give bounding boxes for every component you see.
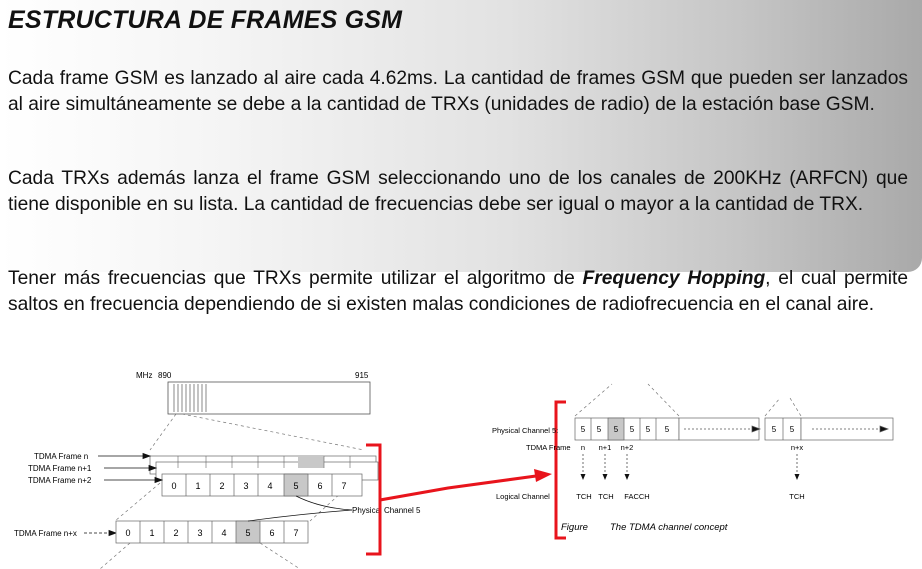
slide-title: ESTRUCTURA DE FRAMES GSM [8, 6, 403, 34]
frame-nx-slot-label: 2 [173, 528, 178, 538]
physical-channel-label: Physical Channel 5 [352, 506, 421, 515]
frame-n2-slot-label: 1 [195, 481, 200, 491]
frame-label-arrows [84, 452, 164, 537]
frame-nx-slot-label: 0 [125, 528, 130, 538]
burst-slot-label: 5 [790, 425, 795, 434]
frame-nx-slot-label: 7 [293, 528, 298, 538]
frame-nx-slots: 0 1 2 3 4 5 6 7 [115, 520, 309, 544]
logical-channel-tch-x: TCH [789, 492, 804, 501]
tdma-channel-figure: MHz 890 915 0 1 2 3 4 [14, 371, 894, 569]
p3-text-before: Tener más frecuencias que TRXs permite u… [8, 268, 583, 289]
burst-slot-label: 5 [581, 425, 586, 434]
red-highlight [366, 400, 566, 556]
frame-index-nx: n+x [791, 443, 804, 452]
frame-nx-slot-label: 1 [149, 528, 154, 538]
frame-label-n: TDMA Frame n [34, 452, 88, 461]
logical-channel-facch: FACCH [624, 492, 649, 501]
logical-channel-arrows [580, 454, 800, 480]
zoom-lines [99, 413, 365, 569]
burst-slot-label: 5 [665, 425, 670, 434]
p3-text-after: , el cual permite saltos en frecuencia d… [8, 268, 908, 315]
time-arrows [684, 425, 889, 433]
burst-slot-label: 5 [630, 425, 635, 434]
frame-n2-slot-label: 5 [293, 481, 298, 491]
right-tdma-frame-label: TDMA Frame [526, 443, 571, 452]
freq-end-label: 915 [355, 371, 369, 380]
right-channel-bursts: 5 5 5 5 5 5 5 5 [574, 417, 894, 441]
slide-header-band [0, 0, 922, 272]
frequency-carrier-lines [173, 384, 207, 412]
frame-n2-slot-label: 7 [341, 481, 346, 491]
burst-slot-label: 5 [597, 425, 602, 434]
back-frame-dividers [177, 456, 351, 468]
frame-n2-slot-label: 2 [219, 481, 224, 491]
figure-caption-prefix: Figure [561, 522, 588, 533]
red-arrow-head [534, 469, 552, 482]
right-physical-channel-label: Physical Channel 5: [492, 426, 558, 435]
physical-channel-pointers [247, 495, 353, 522]
paragraph-trx-channels: Cada TRXs además lanza el frame GSM sele… [8, 168, 908, 215]
frame-n2-slot-label: 4 [267, 481, 272, 491]
frame-n2-slot-label: 0 [171, 481, 176, 491]
frame-index-n2: n+2 [621, 443, 634, 452]
frame-n2-slot-label: 3 [243, 481, 248, 491]
mhz-label: MHz [136, 371, 152, 380]
frame-n-shaded-slot [298, 456, 324, 468]
frequency-hopping-term: Frequency Hopping [582, 268, 766, 289]
frame-label-nx: TDMA Frame n+x [14, 529, 77, 538]
burst-slot-label: 5 [614, 425, 619, 434]
paragraph-frame-timing: Cada frame GSM es lanzado al aire cada 4… [8, 68, 908, 115]
burst-slot-label: 5 [646, 425, 651, 434]
frame-n2-slots: 0 1 2 3 4 5 6 7 [161, 473, 363, 497]
frame-nx-slot-label: 5 [245, 528, 250, 538]
frame-index-n: n [581, 443, 585, 452]
paragraph-frequency-hopping: Tener más frecuencias que TRXs permite u… [8, 266, 908, 318]
figure-caption-text: The TDMA channel concept [610, 522, 728, 533]
logical-channel-tch-2: TCH [598, 492, 613, 501]
frame-index-n1: n+1 [599, 443, 612, 452]
frame-label-n2: TDMA Frame n+2 [28, 476, 92, 485]
frame-n2-slot-label: 6 [317, 481, 322, 491]
frame-nx-slot-label: 3 [197, 528, 202, 538]
freq-start-label: 890 [158, 371, 172, 380]
frame-nx-slot-label: 4 [221, 528, 226, 538]
logical-channel-label: Logical Channel [496, 492, 550, 501]
logical-channel-tch-1: TCH [576, 492, 591, 501]
burst-slot-label: 5 [772, 425, 777, 434]
frame-nx-slot-label: 6 [269, 528, 274, 538]
frame-label-n1: TDMA Frame n+1 [28, 464, 92, 473]
right-zoom-lines [574, 383, 802, 417]
